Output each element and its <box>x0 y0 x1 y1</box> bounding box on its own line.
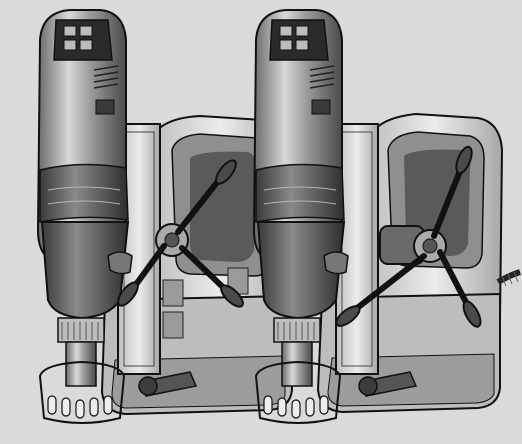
panel-button-4 <box>79 39 93 51</box>
spindle-collar <box>273 317 321 343</box>
grip-band <box>255 163 345 223</box>
core-cutter <box>281 341 313 387</box>
chip-guard <box>254 360 342 424</box>
spindle-collar <box>57 317 105 343</box>
drill-right <box>252 9 521 424</box>
panel-button-3 <box>63 39 77 51</box>
panel-buttons <box>63 25 93 51</box>
clamp-knob <box>323 251 349 275</box>
core-cutter <box>65 341 97 387</box>
brand-logo-plate <box>311 99 331 115</box>
chip-guard <box>38 360 126 424</box>
brand-logo-plate <box>95 99 115 115</box>
panel-button-3 <box>279 39 293 51</box>
feed-handles <box>335 145 482 328</box>
panel-buttons <box>279 25 309 51</box>
panel-button-1 <box>63 25 77 37</box>
panel-button-2 <box>79 25 93 37</box>
feed-handles <box>117 159 244 308</box>
panel-button-1 <box>279 25 293 37</box>
clamp-knob <box>107 251 133 275</box>
drill-left <box>36 9 294 424</box>
grip-band <box>39 163 129 223</box>
panel-button-4 <box>295 39 309 51</box>
panel-button-2 <box>295 25 309 37</box>
